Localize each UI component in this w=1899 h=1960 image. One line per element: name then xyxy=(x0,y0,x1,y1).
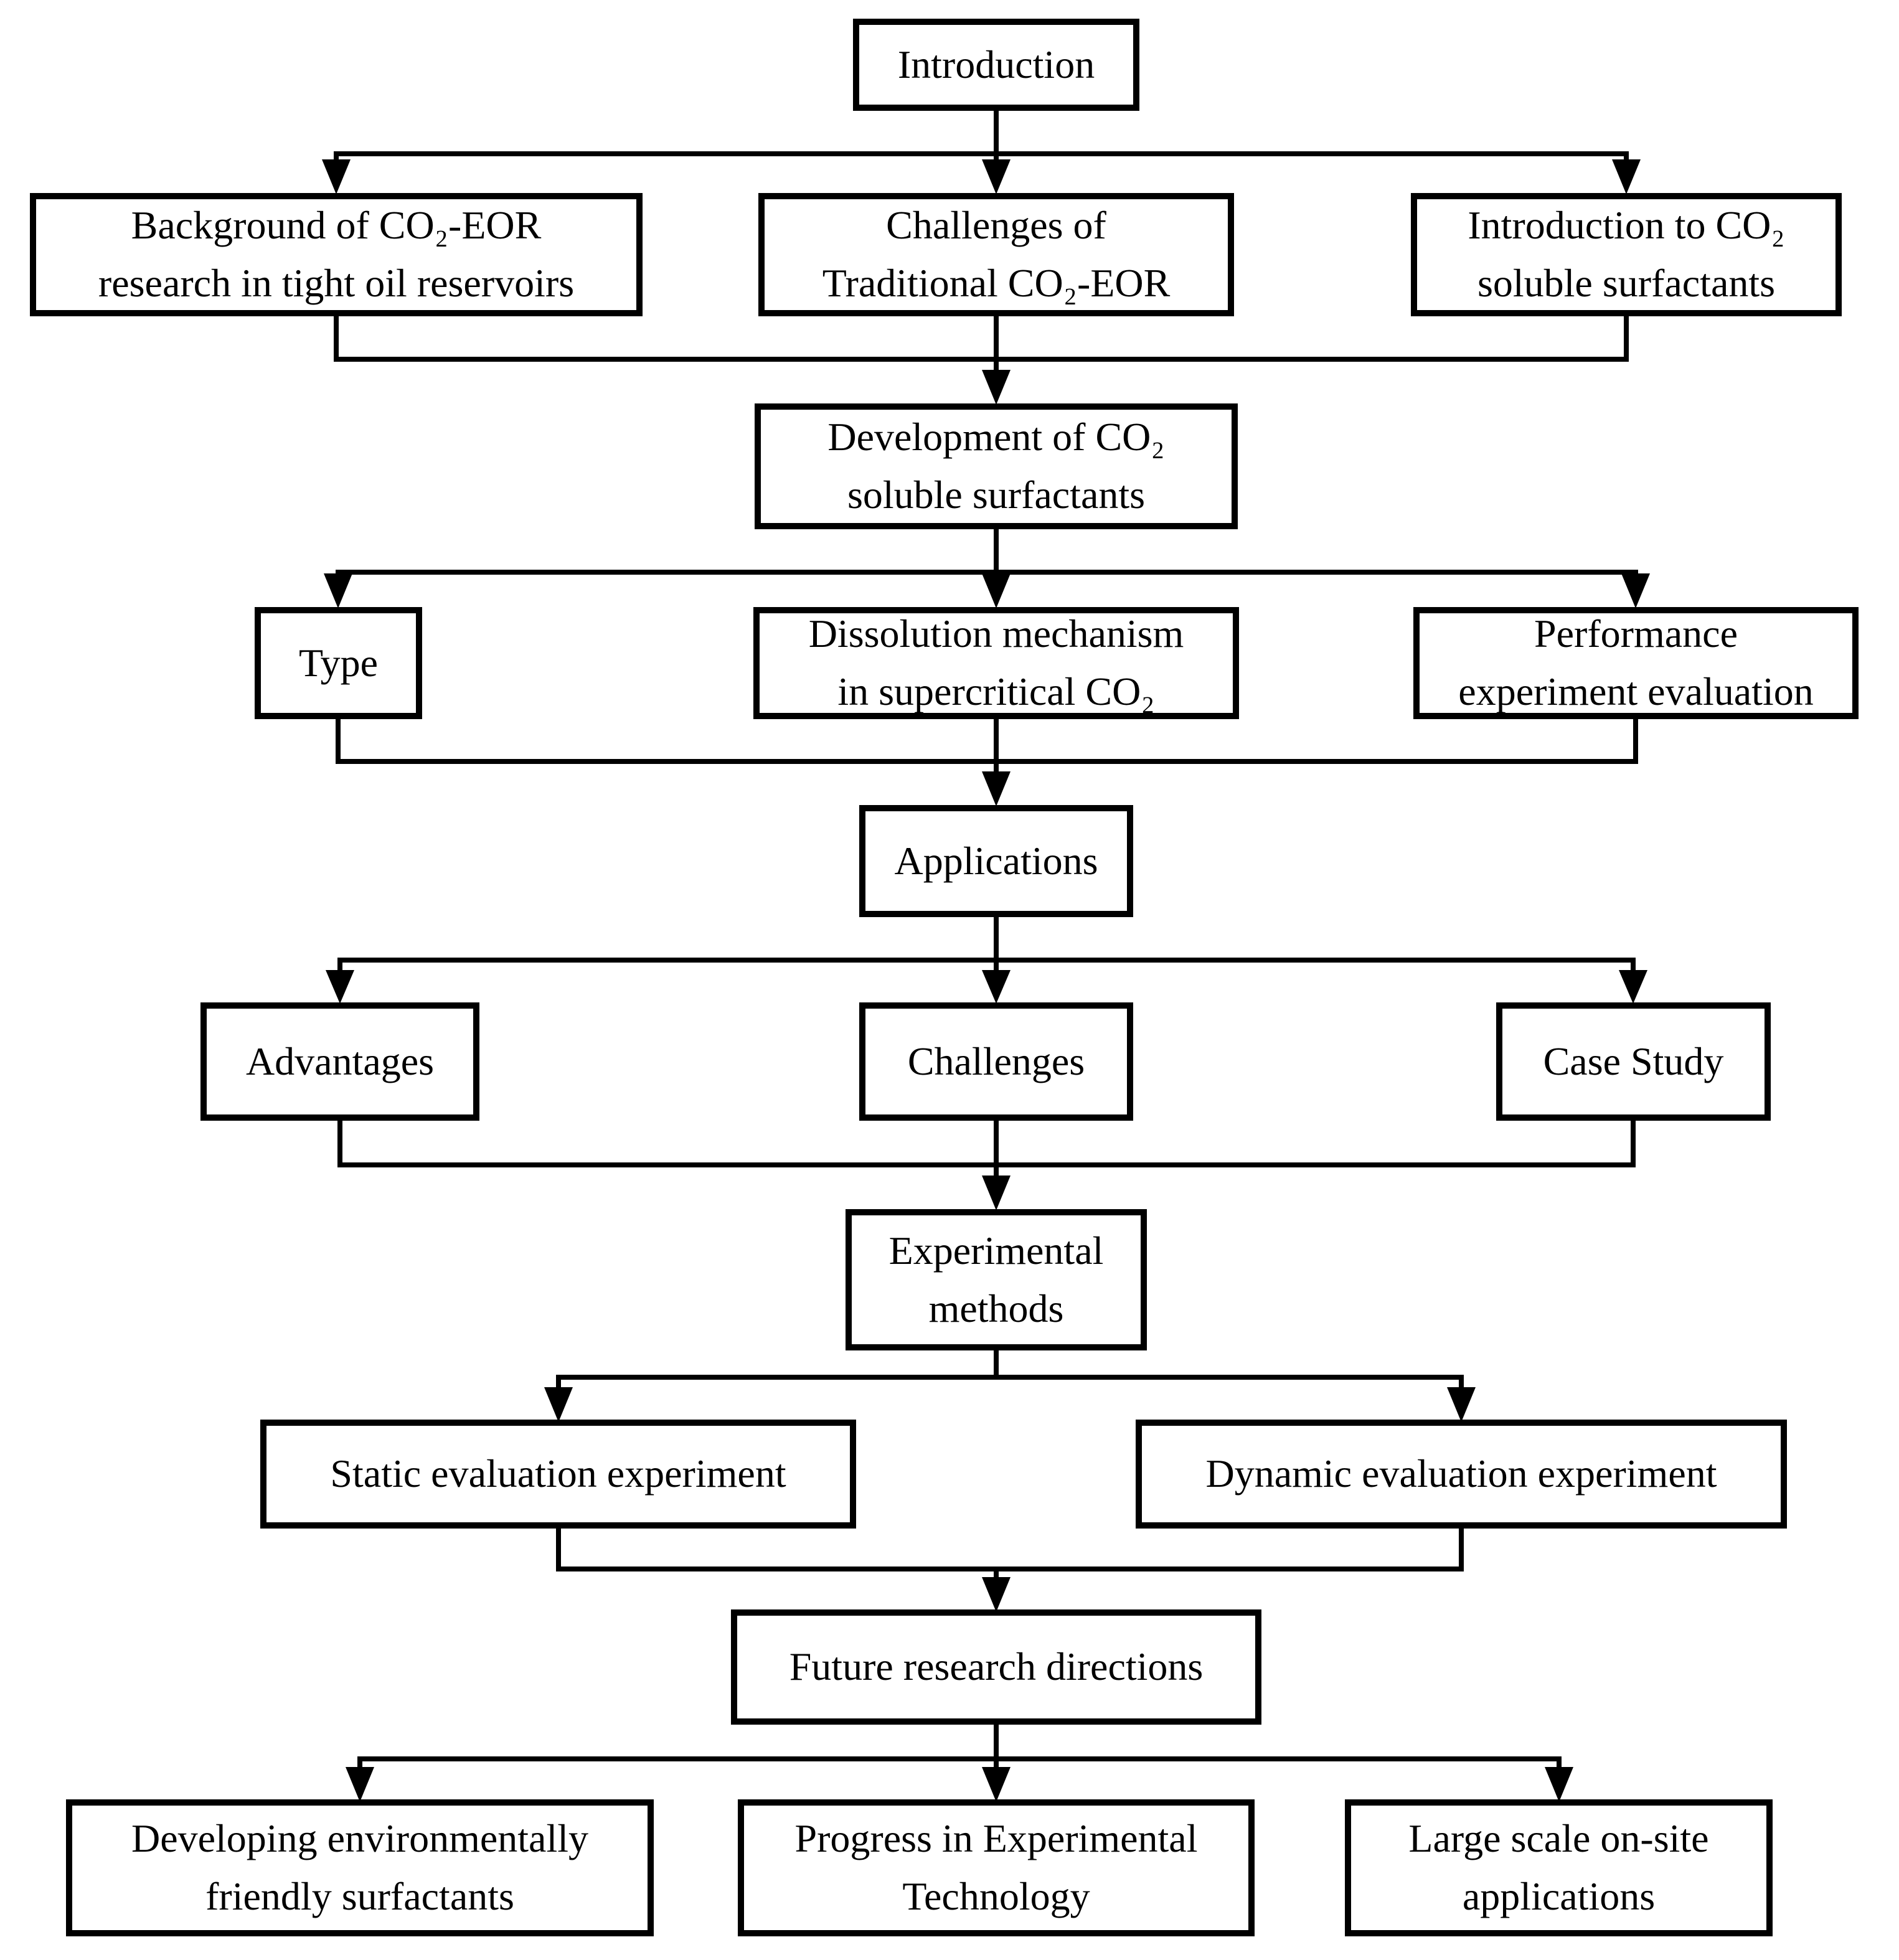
connector-applications-split xyxy=(326,915,1647,1004)
node-developing-eco-surfactants: Developing environmentally friendly surf… xyxy=(66,1799,654,1936)
connector-row2-merge xyxy=(334,314,1629,405)
node-intro-co2-surfactants: Introduction to CO₂ soluble surfactants xyxy=(1411,193,1842,316)
node-background-co2-eor: Background of CO₂-EOR research in tight … xyxy=(30,193,643,316)
node-large-scale-applications: Large scale on-site applications xyxy=(1345,1799,1773,1936)
connector-future-split xyxy=(346,1722,1573,1802)
connector-row6-merge xyxy=(337,1118,1636,1210)
node-introduction: Introduction xyxy=(853,19,1139,111)
connector-row8-merge xyxy=(556,1526,1464,1612)
node-type: Type xyxy=(255,607,422,719)
connector-row4-merge xyxy=(336,717,1638,806)
node-advantages: Advantages xyxy=(200,1002,479,1121)
node-progress-experimental-tech: Progress in Experimental Technology xyxy=(738,1799,1255,1936)
node-future-directions: Future research directions xyxy=(731,1609,1261,1725)
node-performance-evaluation: Performance experiment evaluation xyxy=(1413,607,1859,719)
node-case-study: Case Study xyxy=(1496,1002,1771,1121)
node-dynamic-evaluation: Dynamic evaluation experiment xyxy=(1136,1420,1787,1529)
connector-expmethods-split xyxy=(544,1348,1476,1422)
node-challenges-traditional: Challenges of Traditional CO₂-EOR xyxy=(758,193,1234,316)
connector-development-split xyxy=(324,527,1650,608)
node-challenges: Challenges xyxy=(859,1002,1133,1121)
connector-introduction-split xyxy=(322,108,1641,194)
node-experimental-methods: Experimental methods xyxy=(846,1209,1147,1350)
node-static-evaluation: Static evaluation experiment xyxy=(260,1420,856,1529)
node-dissolution-mechanism: Dissolution mechanism in supercritical C… xyxy=(753,607,1239,719)
node-development: Development of CO₂ soluble surfactants xyxy=(755,403,1238,529)
node-applications: Applications xyxy=(859,805,1133,917)
